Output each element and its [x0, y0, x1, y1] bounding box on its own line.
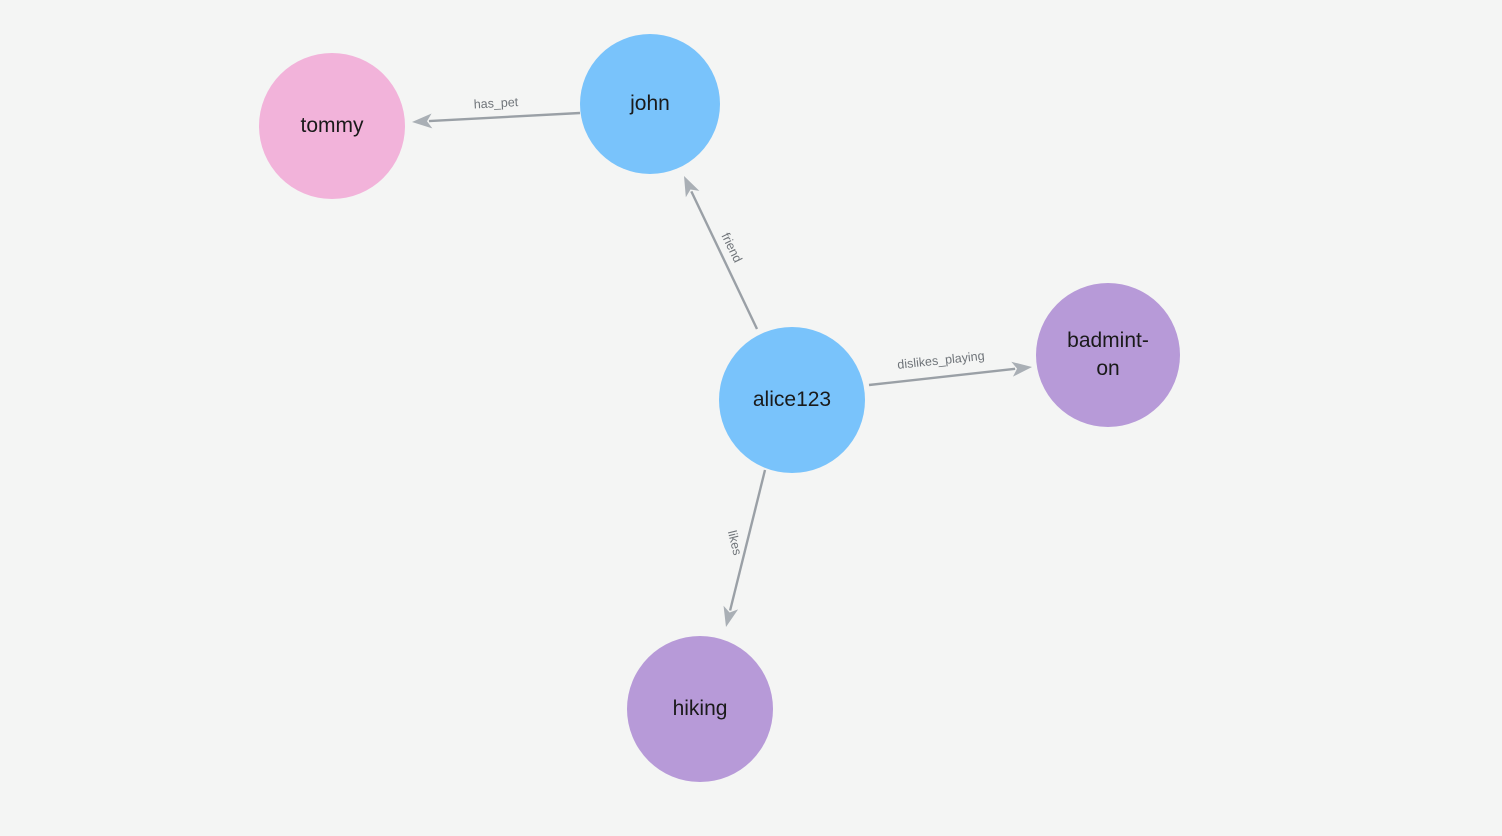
nodes-layer: tommy john alice123 badmint-on hiking [259, 34, 1180, 782]
graph-node[interactable]: badmint-on [1036, 283, 1180, 427]
graph-node[interactable]: tommy [259, 53, 405, 199]
node-circle[interactable] [259, 53, 405, 199]
edge-line [690, 190, 759, 330]
graph-node[interactable]: alice123 [719, 327, 865, 473]
edge-line [428, 111, 581, 123]
node-circle[interactable] [627, 636, 773, 782]
edge-line [728, 469, 767, 611]
edge-arrowhead-icon [412, 113, 433, 129]
graph-node[interactable]: hiking [627, 636, 773, 782]
node-circle[interactable] [580, 34, 720, 174]
node-circle[interactable] [719, 327, 865, 473]
graph-node[interactable]: john [580, 34, 720, 174]
node-circle[interactable] [1036, 283, 1180, 427]
edge-line [868, 367, 1016, 387]
edge-arrowhead-icon [1011, 361, 1032, 377]
edge-arrowhead-icon [684, 176, 700, 198]
edge-arrowhead-icon [723, 605, 739, 627]
